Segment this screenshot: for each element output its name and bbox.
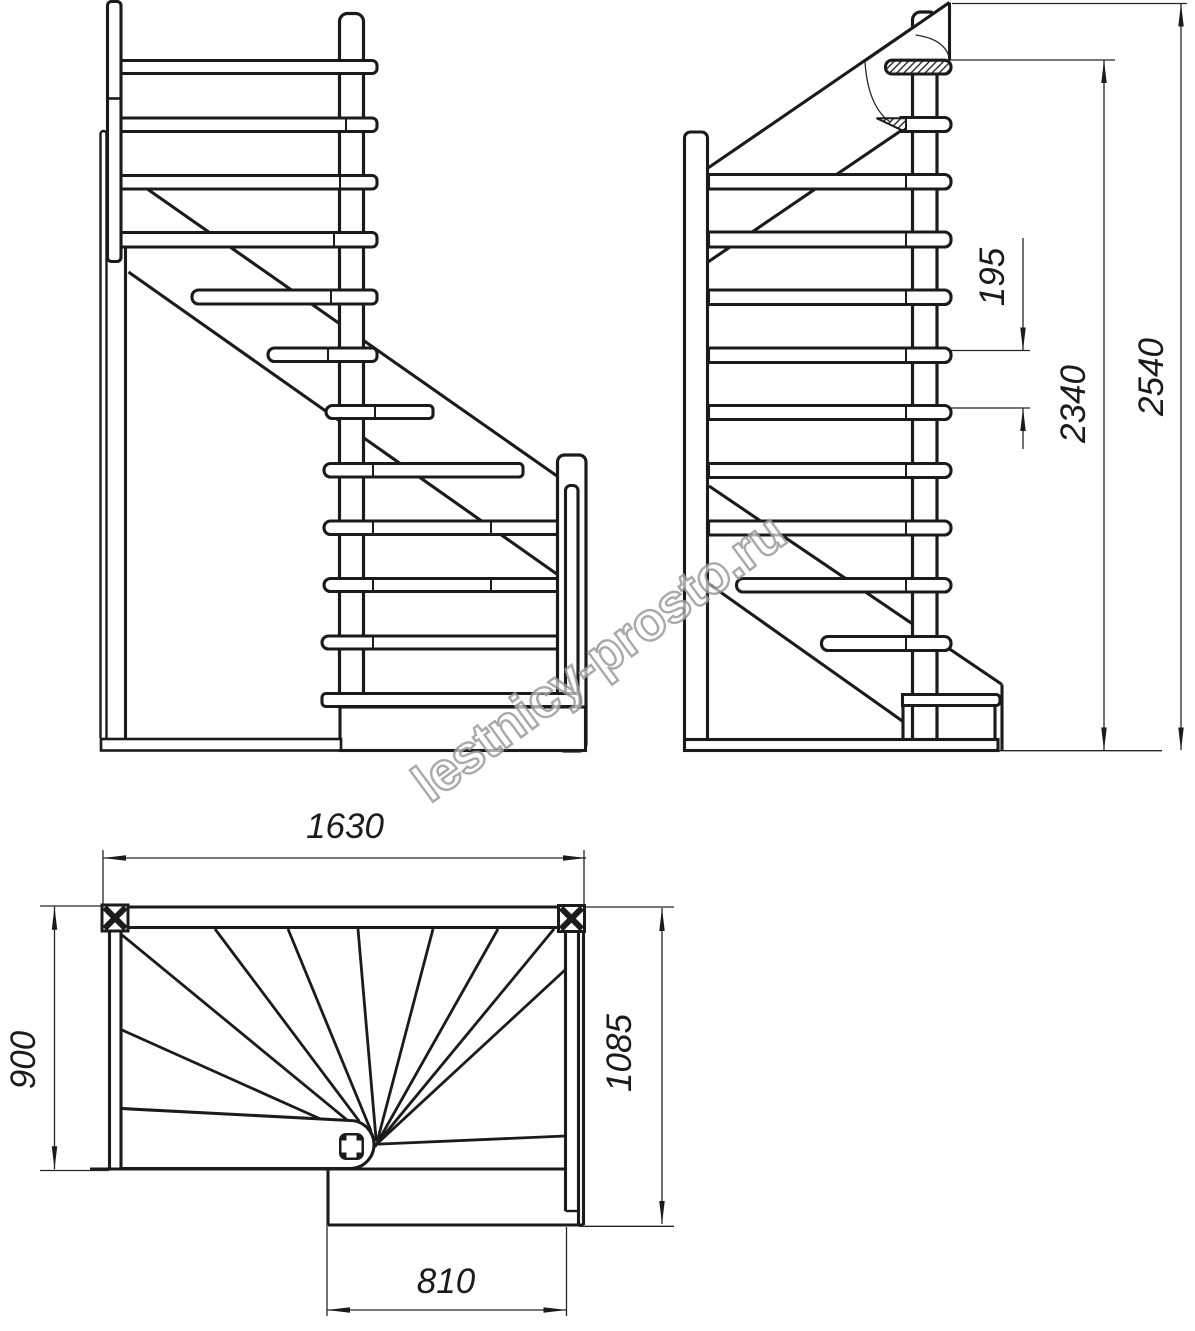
svg-text:195: 195 [973,247,1012,306]
svg-text:900: 900 [4,1030,43,1089]
svg-text:lestnicy-prosto.ru: lestnicy-prosto.ru [402,502,797,813]
svg-text:2540: 2540 [1132,338,1171,417]
svg-text:810: 810 [417,1262,476,1301]
svg-text:1085: 1085 [600,1014,639,1092]
svg-text:1630: 1630 [306,807,384,846]
svg-text:2340: 2340 [1054,365,1093,444]
